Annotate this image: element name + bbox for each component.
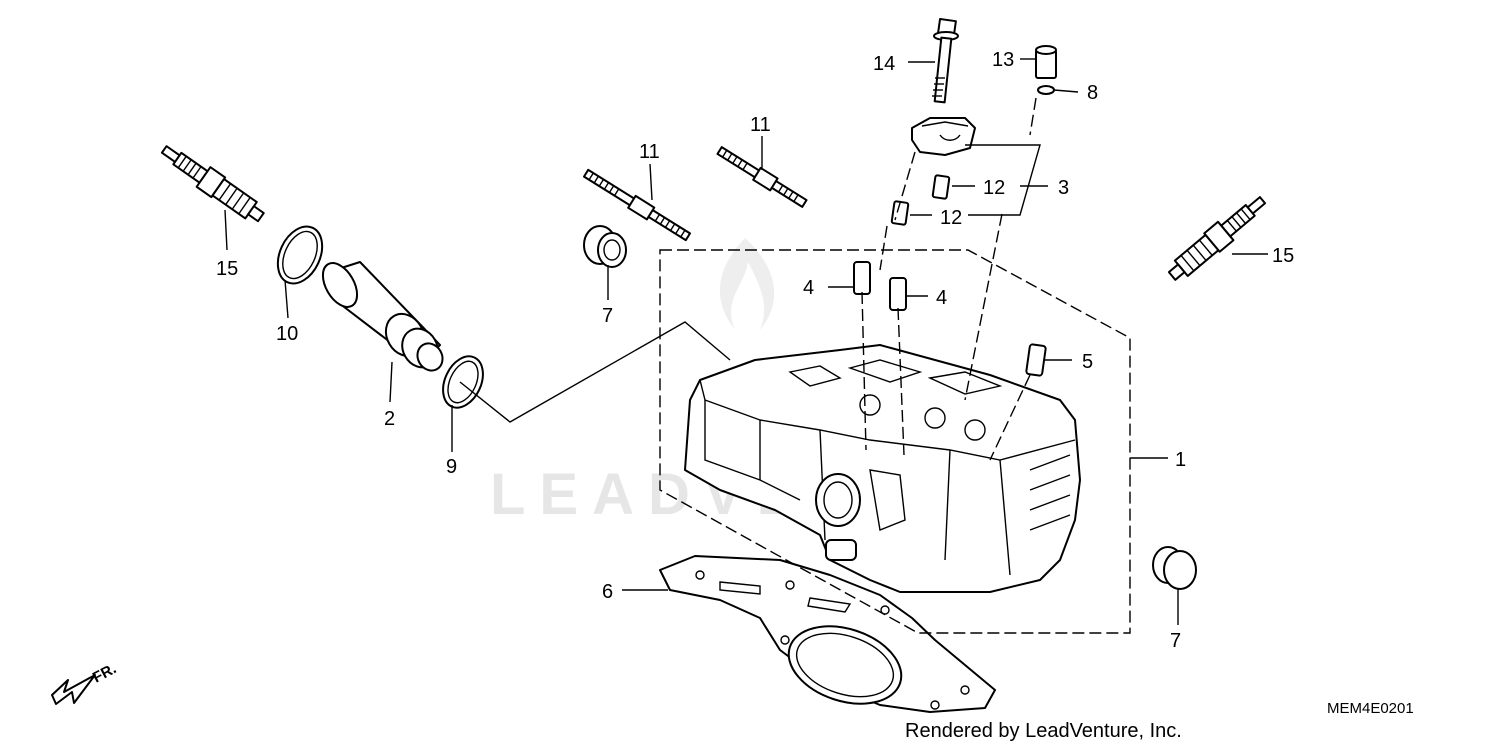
callout-13: 13 [992, 49, 1014, 71]
head-gasket[interactable] [659, 555, 996, 717]
stud-bolt-11b[interactable] [716, 145, 808, 210]
callout-5: 5 [1082, 351, 1093, 373]
guide-4b[interactable] [889, 277, 907, 311]
callout-3: 3 [1058, 177, 1069, 199]
o-ring-10[interactable] [269, 219, 331, 290]
callout-11a: 11 [639, 141, 660, 163]
callout-15a: 15 [216, 258, 238, 280]
spark-plug-right[interactable] [1164, 191, 1270, 285]
callout-14: 14 [873, 53, 895, 75]
stud-bolt-11a[interactable] [582, 167, 692, 242]
callout-9: 9 [446, 456, 457, 478]
callout-12b: 12 [940, 207, 962, 229]
callout-7a: 7 [602, 305, 613, 327]
flange-bolt-14[interactable] [932, 17, 959, 104]
guide-4a[interactable] [853, 261, 871, 295]
callout-7b: 7 [1170, 630, 1181, 652]
dowel-pin-12a[interactable] [931, 174, 951, 200]
callout-1: 1 [1175, 449, 1186, 471]
sealing-plug-7a[interactable] [583, 225, 627, 268]
front-arrow-icon [51, 674, 96, 705]
callout-4a: 4 [803, 277, 814, 299]
spark-plug-left[interactable] [157, 140, 267, 227]
guide-5[interactable] [1025, 343, 1047, 377]
callout-2: 2 [384, 408, 395, 430]
callout-8: 8 [1087, 82, 1098, 104]
callout-12a: 12 [983, 177, 1005, 199]
cylinder-head[interactable] [684, 344, 1081, 593]
render-credit: Rendered by LeadVenture, Inc. [905, 720, 1182, 742]
collar-13[interactable] [1035, 45, 1057, 79]
spark-plug-tube[interactable] [316, 257, 448, 375]
diagram-code: MEM4E0201 [1327, 700, 1414, 717]
callout-6: 6 [602, 581, 613, 603]
assembly-frame [459, 97, 1131, 634]
callout-15b: 15 [1272, 245, 1294, 267]
front-label: FR. [90, 660, 119, 686]
sealing-plug-7b[interactable] [1152, 546, 1197, 590]
callout-4b: 4 [936, 287, 947, 309]
o-ring-9[interactable] [435, 350, 490, 414]
callout-11b: 11 [750, 114, 771, 136]
holder-3[interactable] [911, 117, 976, 156]
front-direction-arrow: FR. [51, 660, 119, 705]
clip-8[interactable] [1037, 85, 1055, 95]
leader-lines [224, 58, 1268, 625]
callouts: 1 2 3 4 4 5 6 7 7 8 9 10 11 11 12 12 13 … [216, 49, 1294, 652]
callout-10: 10 [276, 323, 298, 345]
